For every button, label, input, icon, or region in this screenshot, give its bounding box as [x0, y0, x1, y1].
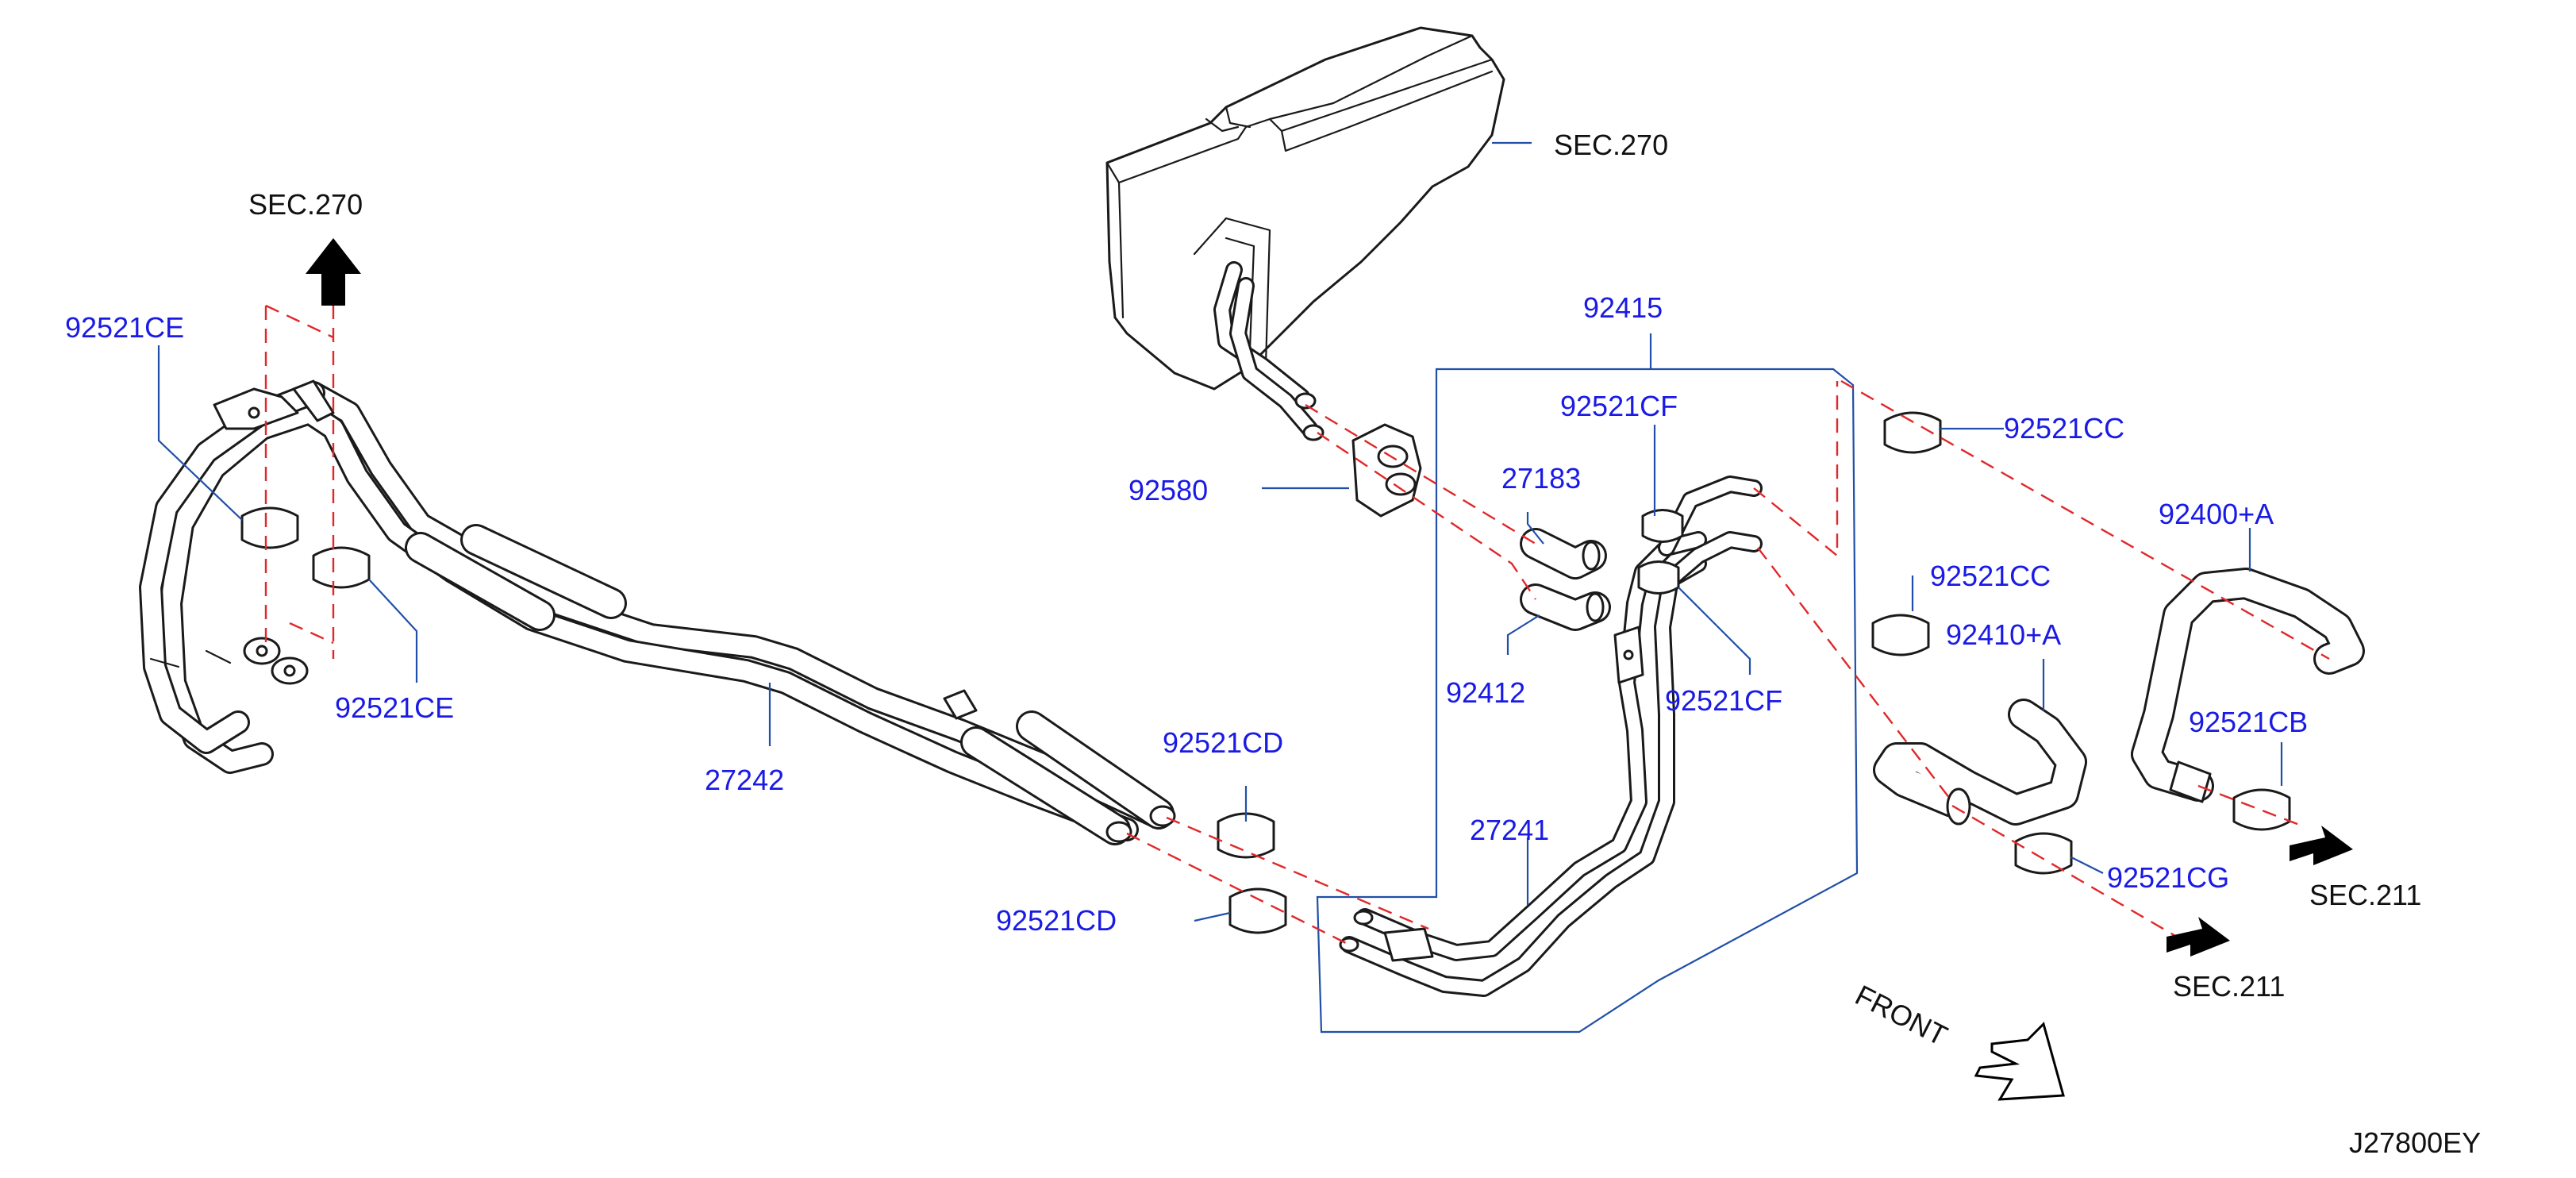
- clamp-92521CF-1: [1641, 509, 1684, 543]
- part-number-92521CF-top: 92521CF: [1560, 390, 1678, 422]
- hose-92410A: [1873, 699, 2087, 826]
- sec270-top-label: SEC.270: [1554, 129, 1668, 161]
- dashed-centerlines: [264, 282, 2330, 946]
- part-number-92521CC-mid: 92521CC: [1930, 560, 2051, 592]
- part-number-27183: 27183: [1501, 462, 1581, 495]
- part-number-27242: 27242: [705, 764, 784, 796]
- arrow-right-icon: [2290, 826, 2353, 865]
- sec211-bottom-label: SEC.211: [2173, 970, 2285, 1003]
- arrow-right-icon: [2167, 917, 2230, 957]
- arrow-up-icon: [306, 238, 361, 306]
- clamp-92521CF-2: [1637, 560, 1680, 595]
- pipe-27242: [139, 379, 1176, 845]
- heater-unit: [1105, 26, 1505, 441]
- clamp-92521CE-2: [312, 546, 371, 589]
- part-number-92521CD-top: 92521CD: [1163, 726, 1283, 759]
- diagram-id-label: J27800EY: [2349, 1126, 2481, 1159]
- clamp-92521CC-1: [1883, 411, 1942, 454]
- part-number-92412: 92412: [1446, 676, 1525, 709]
- part-number-27241: 27241: [1470, 814, 1549, 846]
- clamp-92521CE-1: [240, 506, 299, 549]
- leader-lines: [157, 141, 2283, 922]
- sec270-left-label: SEC.270: [248, 188, 363, 221]
- part-number-92521CE-top: 92521CE: [65, 311, 184, 344]
- part-number-92521CF-bottom: 92521CF: [1665, 684, 1782, 717]
- part-number-92521CB: 92521CB: [2189, 706, 2308, 738]
- clamp-92521CB: [2232, 788, 2291, 831]
- front-arrow-icon: [1974, 1022, 2065, 1101]
- front-direction-label: FRONT: [1850, 979, 1952, 1053]
- group-outline-92415: [1316, 368, 1859, 1034]
- clamp-92521CD-2: [1228, 887, 1287, 934]
- part-number-92521CG: 92521CG: [2107, 861, 2229, 894]
- clamps: [240, 411, 2291, 934]
- part-number-92410A: 92410+A: [1946, 618, 2061, 651]
- grommet-92580: [1351, 423, 1422, 518]
- part-number-92521CD-bottom: 92521CD: [996, 904, 1117, 937]
- part-number-92415: 92415: [1583, 291, 1663, 324]
- sec211-right-label: SEC.211: [2309, 879, 2421, 911]
- part-number-92580: 92580: [1128, 474, 1208, 506]
- part-number-92400A: 92400+A: [2159, 498, 2274, 530]
- clamp-92521CC-2: [1871, 614, 1930, 656]
- part-number-92521CE-bottom: 92521CE: [335, 691, 454, 724]
- clamp-92521CG: [2014, 832, 2073, 875]
- hoses-27183-92412: [1520, 528, 1611, 631]
- hose-92400A: [2131, 568, 2365, 803]
- part-number-92521CC-top: 92521CC: [2004, 412, 2124, 445]
